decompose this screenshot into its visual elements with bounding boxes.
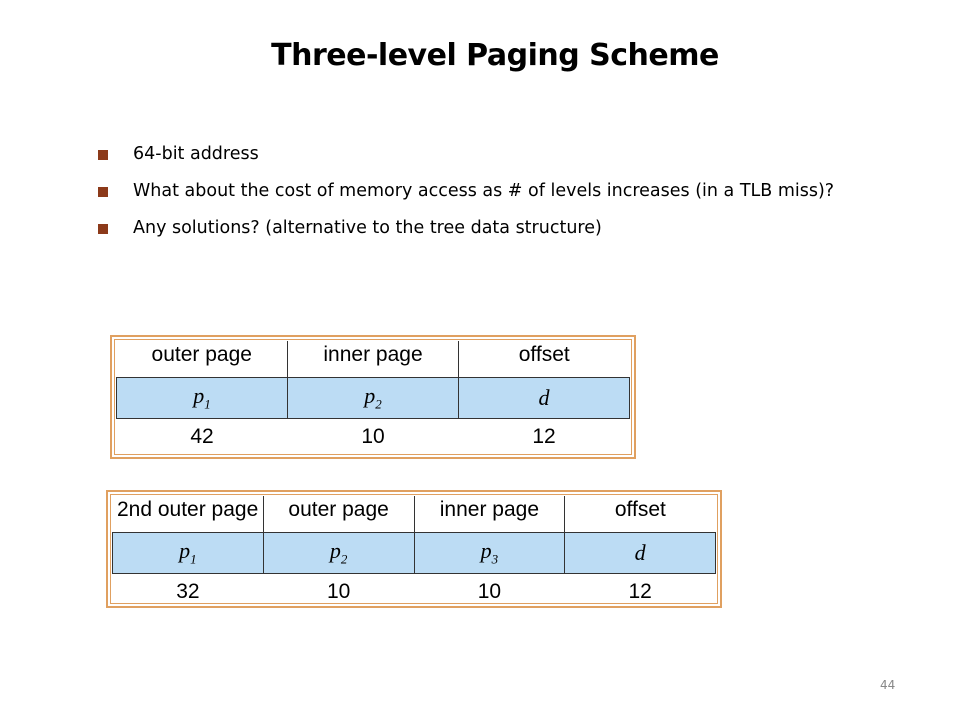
field-d: d [564, 532, 716, 574]
square-bullet-icon [98, 150, 108, 160]
bullet-list: 64-bit address What about the cost of me… [98, 142, 858, 253]
field-d: d [458, 377, 630, 419]
bullet-item: 64-bit address [98, 142, 858, 166]
field-p3: p3 [413, 532, 566, 574]
header-offset: offset [564, 496, 716, 533]
field-p1: p1 [116, 377, 288, 419]
bullet-item: What about the cost of memory access as … [98, 179, 858, 203]
bits-offset: 12 [628, 580, 652, 603]
page-number: 44 [880, 678, 896, 692]
bits-2nd-outer-page: 32 [176, 580, 200, 603]
square-bullet-icon [98, 187, 108, 197]
bits-inner-page: 10 [361, 425, 385, 448]
bits-outer-page: 10 [326, 580, 351, 603]
three-level-address-format: 2nd outer page outer page inner page off… [106, 490, 722, 608]
two-level-address-format: outer page inner page offset p1 p2 d 42 … [110, 335, 636, 459]
header-inner-page: inner page [287, 341, 459, 378]
slide-title: Three-level Paging Scheme [271, 38, 719, 73]
bits-inner-page: 10 [477, 580, 502, 603]
header-outer-page: outer page [262, 496, 414, 533]
address-format-table: 2nd outer page outer page inner page off… [112, 496, 716, 610]
header-2nd-outer-page: 2nd outer page [116, 498, 259, 521]
bits-offset: 12 [532, 425, 556, 448]
bits-outer-page: 42 [190, 425, 214, 448]
header-inner-page: inner page [413, 496, 565, 533]
address-format-table: outer page inner page offset p1 p2 d 42 … [116, 341, 630, 455]
field-p2: p2 [287, 377, 459, 419]
bullet-text: 64-bit address [133, 144, 259, 164]
square-bullet-icon [98, 224, 108, 234]
bullet-item: Any solutions? (alternative to the tree … [98, 216, 858, 240]
header-offset: offset [458, 341, 630, 378]
bullet-text: What about the cost of memory access as … [133, 181, 835, 201]
field-p1: p1 [112, 532, 264, 574]
header-outer-page: outer page [151, 343, 252, 366]
bullet-text: Any solutions? (alternative to the tree … [133, 218, 602, 238]
field-p2: p2 [262, 532, 415, 574]
